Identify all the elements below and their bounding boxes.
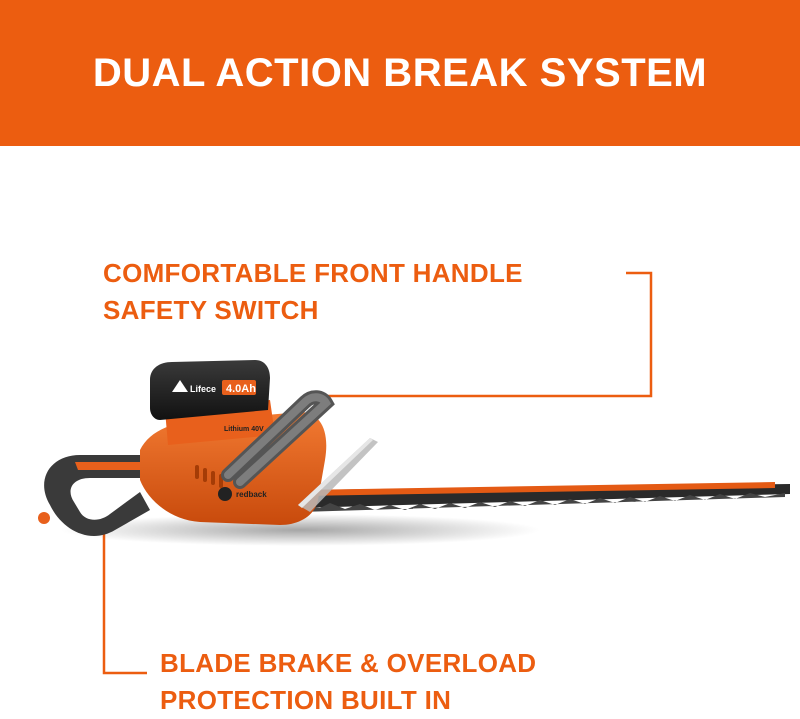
front-handle-callout-line2: SAFETY SWITCH: [103, 295, 319, 325]
front-handle-connector: [322, 271, 653, 398]
page-title: DUAL ACTION BREAK SYSTEM: [92, 50, 708, 95]
blade-brake-connector: [102, 523, 147, 675]
front-handle: [221, 390, 335, 489]
rear-handle: [38, 455, 150, 536]
blade-brake-callout: BLADE BRAKE & OVERLOAD PROTECTION BUILT …: [160, 645, 536, 719]
redback-logo-icon: [218, 487, 232, 501]
body-label: Lithium 40V: [224, 426, 264, 433]
cutting-blade: [300, 482, 790, 512]
battery-brand: Lifece: [190, 384, 216, 394]
front-handle-callout-line1: COMFORTABLE FRONT HANDLE: [103, 258, 523, 288]
lifece-triangle-icon: [172, 380, 188, 392]
ground-shadow: [60, 514, 540, 546]
front-handle-callout: COMFORTABLE FRONT HANDLE SAFETY SWITCH: [103, 255, 523, 329]
blade-brake-callout-line1: BLADE BRAKE & OVERLOAD: [160, 648, 537, 678]
brand-logo-text: redback: [236, 490, 267, 499]
header-banner: DUAL ACTION BREAK SYSTEM: [0, 0, 800, 146]
callout-connector-lines: [102, 271, 653, 675]
battery-pack: Lifece 4.0Ah: [150, 360, 270, 420]
hand-guard: [298, 438, 378, 512]
battery-capacity: 4.0Ah: [226, 383, 256, 395]
